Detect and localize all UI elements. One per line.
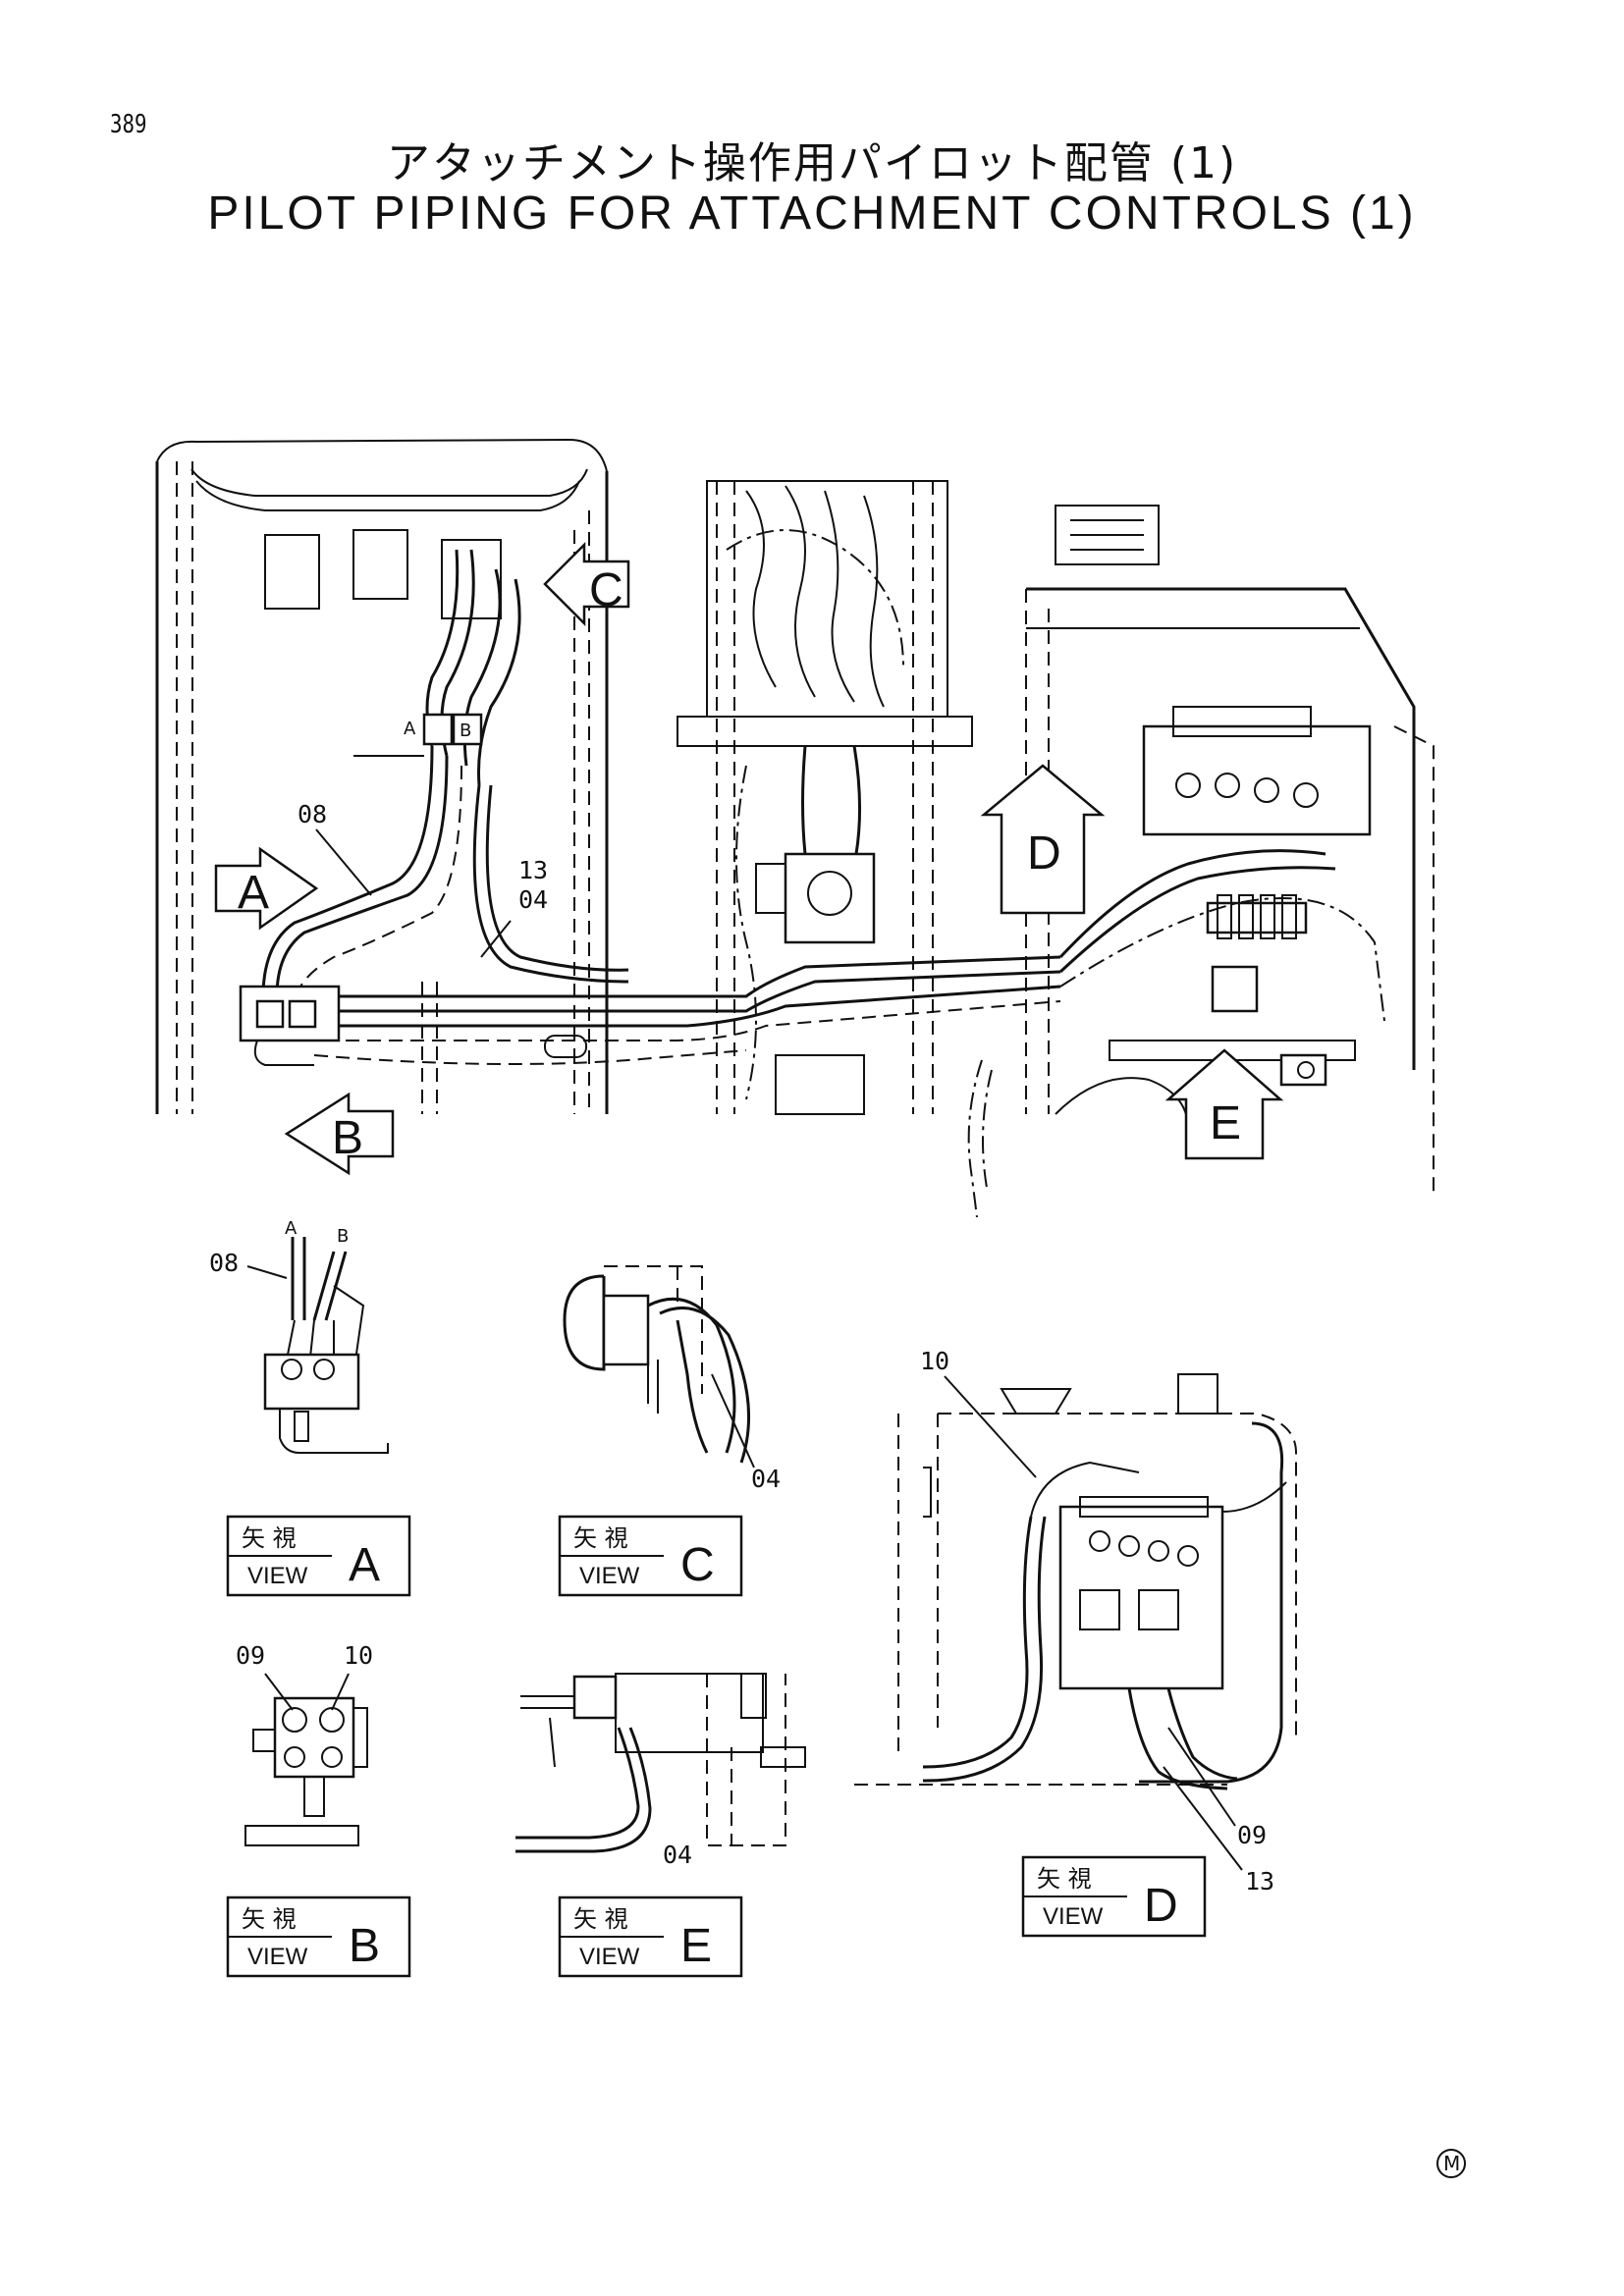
svg-text:D: D bbox=[1027, 828, 1061, 880]
view-box-e: 矢 視 VIEW E bbox=[558, 1896, 743, 1978]
view-d-part-13: 13 bbox=[1245, 1867, 1274, 1896]
view-b-detail: 09 10 bbox=[236, 1641, 373, 1846]
view-box-d: 矢 視 VIEW D bbox=[1021, 1855, 1207, 1938]
view-a-part-08: 08 bbox=[209, 1249, 239, 1277]
port-label-b: B bbox=[460, 721, 471, 741]
svg-text:D: D bbox=[1144, 1880, 1178, 1932]
view-d-part-10: 10 bbox=[920, 1347, 949, 1375]
view-e-part-04: 04 bbox=[663, 1841, 692, 1869]
view-d-detail: 10 09 13 bbox=[854, 1347, 1297, 1896]
svg-text:E: E bbox=[1210, 1097, 1241, 1149]
view-box-c: 矢 視 VIEW C bbox=[558, 1515, 743, 1597]
view-e-detail: 04 bbox=[515, 1673, 806, 1869]
view-c-detail: 04 bbox=[563, 1265, 781, 1493]
svg-text:C: C bbox=[680, 1539, 715, 1591]
svg-text:VIEW: VIEW bbox=[1043, 1903, 1104, 1930]
view-a-port-a: A bbox=[285, 1218, 298, 1239]
view-arrow-d: D bbox=[980, 764, 1106, 915]
part-number-08: 08 bbox=[298, 800, 327, 828]
view-arrow-a: A bbox=[214, 846, 319, 931]
svg-text:矢 視: 矢 視 bbox=[1037, 1865, 1092, 1893]
main-assembly-drawing: A B bbox=[155, 438, 1435, 1218]
view-a-port-b: B bbox=[337, 1226, 349, 1247]
view-c-part-04: 04 bbox=[751, 1465, 781, 1493]
port-label-a: A bbox=[404, 719, 416, 739]
view-b-part-09: 09 bbox=[236, 1641, 265, 1670]
view-d-part-09: 09 bbox=[1237, 1821, 1267, 1849]
page-number: 389 bbox=[110, 110, 147, 139]
svg-text:A: A bbox=[349, 1539, 380, 1591]
svg-text:VIEW: VIEW bbox=[247, 1944, 308, 1970]
svg-text:VIEW: VIEW bbox=[579, 1944, 640, 1970]
view-box-a: 矢 視 VIEW A bbox=[226, 1515, 411, 1597]
svg-text:矢 視: 矢 視 bbox=[242, 1524, 297, 1552]
view-arrow-e: E bbox=[1164, 1048, 1284, 1160]
svg-text:VIEW: VIEW bbox=[579, 1563, 640, 1589]
corner-mark: M bbox=[1436, 2149, 1466, 2178]
view-arrow-b: B bbox=[284, 1092, 395, 1176]
view-a-detail: A B 08 bbox=[209, 1218, 389, 1454]
svg-text:E: E bbox=[680, 1920, 712, 1972]
svg-text:矢 視: 矢 視 bbox=[573, 1905, 628, 1933]
part-number-04: 04 bbox=[518, 885, 548, 914]
part-number-13: 13 bbox=[518, 856, 548, 884]
view-box-b: 矢 視 VIEW B bbox=[226, 1896, 411, 1978]
title-japanese: アタッチメント操作用パイロット配管 (1) bbox=[386, 138, 1238, 188]
title-english: PILOT PIPING FOR ATTACHMENT CONTROLS (1) bbox=[207, 187, 1417, 240]
svg-text:M: M bbox=[1443, 2152, 1460, 2175]
svg-text:矢 視: 矢 視 bbox=[573, 1524, 628, 1552]
svg-text:矢 視: 矢 視 bbox=[242, 1905, 297, 1933]
svg-text:B: B bbox=[349, 1920, 380, 1972]
view-b-part-10: 10 bbox=[344, 1641, 373, 1670]
view-arrow-c: C bbox=[543, 541, 630, 627]
svg-text:B: B bbox=[332, 1112, 363, 1164]
svg-text:A: A bbox=[238, 867, 269, 919]
svg-text:VIEW: VIEW bbox=[247, 1563, 308, 1589]
svg-text:C: C bbox=[589, 564, 623, 616]
